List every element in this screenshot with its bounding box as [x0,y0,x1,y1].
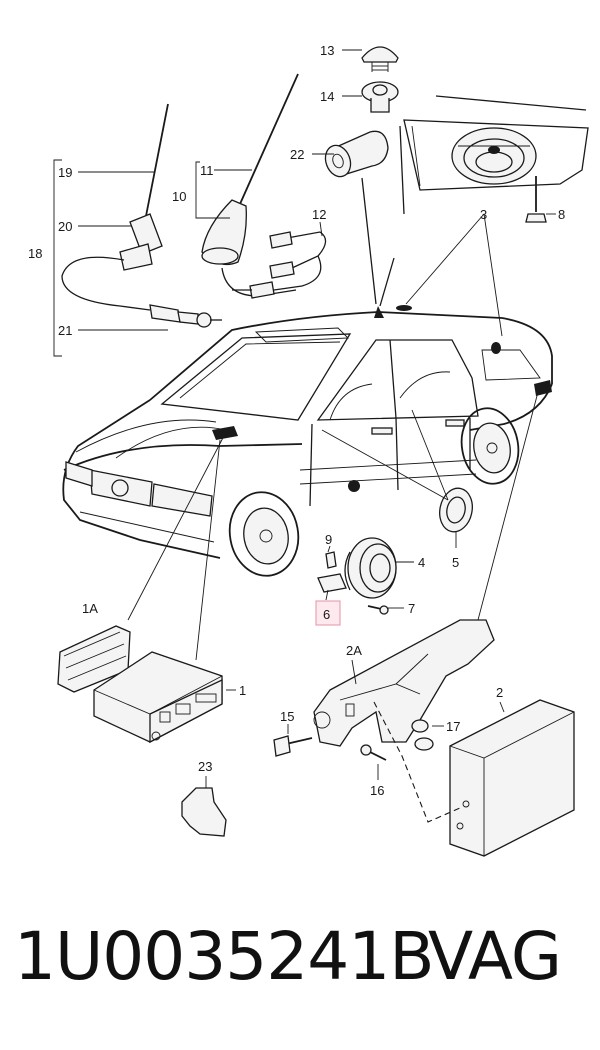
part-2A-bracket [313,619,495,747]
callout-21: 21 [58,323,72,338]
callout-10: 10 [172,189,186,204]
callout-2: 2 [496,685,503,700]
part-2-module [449,699,575,857]
callout-13: 13 [320,43,334,58]
part-17-nut [411,719,434,751]
callout-8: 8 [558,207,565,222]
callout-15: 15 [280,709,294,724]
callout-3: 3 [480,207,487,222]
parts-diagram: 13 14 22 19 20 18 21 11 10 12 3 8 9 4 5 … [28,43,589,857]
brand-name: VAG [428,918,562,995]
car-illustration [62,257,553,577]
callout-7: 7 [408,601,415,616]
part-7-screw [367,605,389,615]
part-9-screw [325,551,337,569]
callout-14: 14 [320,89,334,104]
callout-4: 4 [418,555,425,570]
part-3-rear-speaker [399,95,589,215]
part-16-screw [360,744,387,761]
part-1-radio [93,651,223,744]
callout-2A: 2A [346,643,362,658]
highlight-box-6 [315,600,341,626]
callout-5: 5 [452,555,459,570]
part-8-screw [525,176,547,223]
part-19-21-antenna [61,103,222,328]
leader-lines [53,49,556,788]
callout-6: 6 [323,607,330,622]
callout-20: 20 [58,219,72,234]
part-6-bracket [317,573,347,593]
part-23-cover [181,787,227,837]
callout-1: 1 [239,683,246,698]
part-22-cylinder [324,130,389,178]
part-5-ring [439,487,473,533]
callout-19: 19 [58,165,72,180]
callout-16: 16 [370,783,384,798]
part-15-screw [273,735,313,757]
callout-23: 23 [198,759,212,774]
callout-12: 12 [312,207,326,222]
callout-18: 18 [28,246,42,261]
callout-labels: 13 14 22 19 20 18 21 11 10 12 3 8 9 4 5 … [28,43,565,798]
part-14-nut [361,81,399,113]
part-number: 1U0035241B [14,918,435,995]
callout-17: 17 [446,719,460,734]
part-13-cap [361,46,399,72]
part-10-11-roof-antenna [201,73,299,297]
callout-22: 22 [290,147,304,162]
callout-9: 9 [325,532,332,547]
footer-caption: 1U0035241B VAG [0,918,600,1028]
part-4-speaker [344,537,397,599]
callout-11: 11 [200,163,214,178]
part-1A-frame [57,625,131,693]
part-12-cable [232,231,327,299]
callout-1A: 1A [82,601,98,616]
